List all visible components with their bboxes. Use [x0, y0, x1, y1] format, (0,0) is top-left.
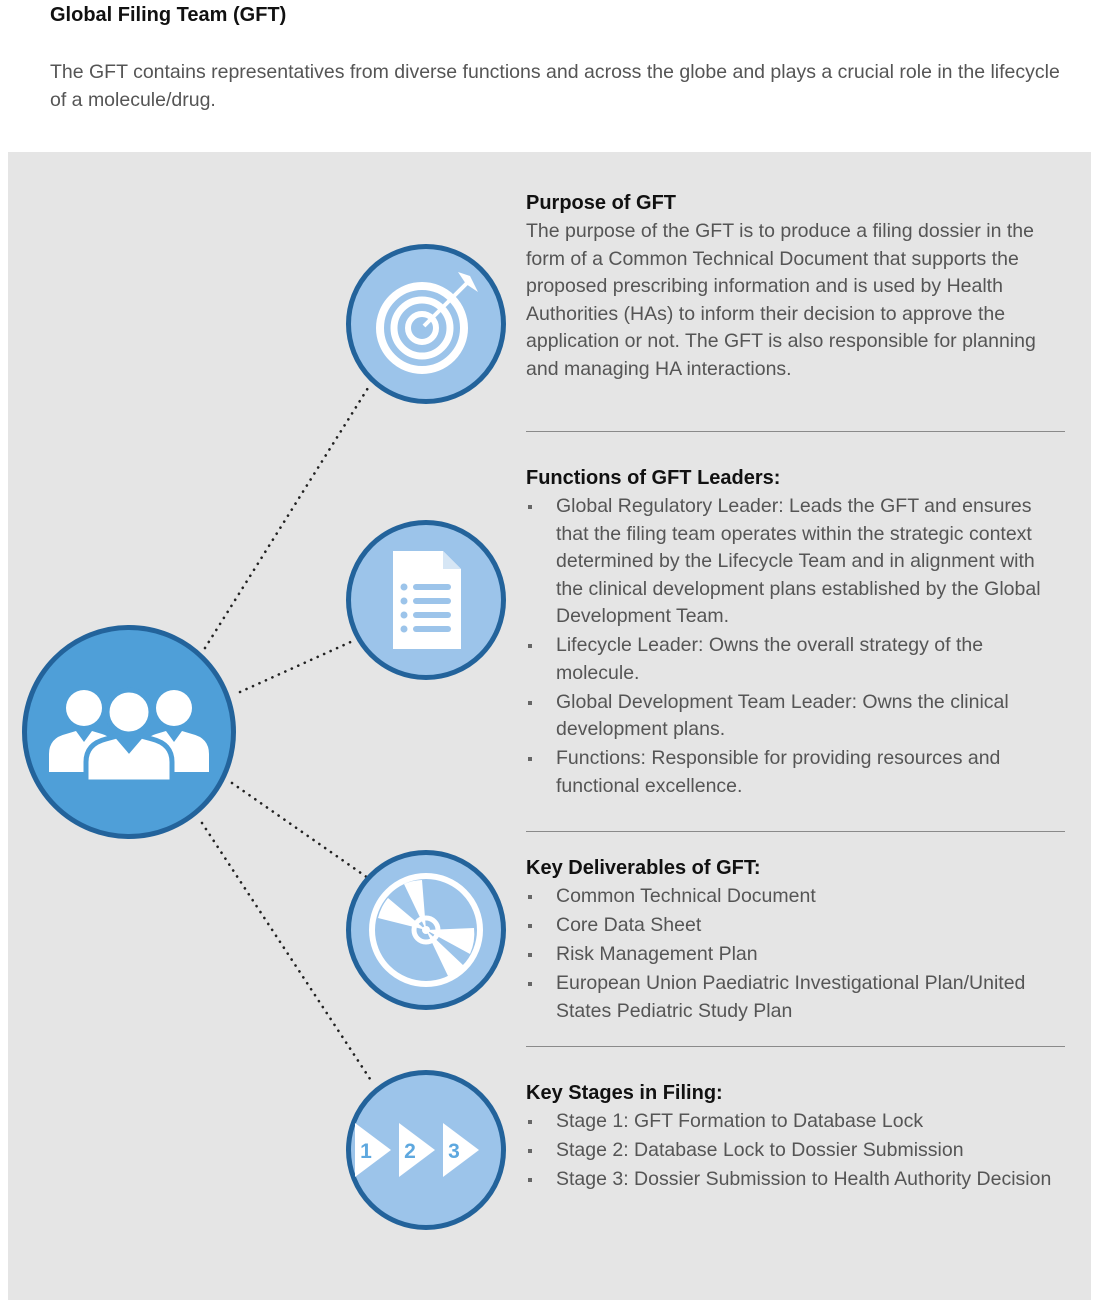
- deliverables-section: Key Deliverables of GFT: Common Technica…: [526, 855, 1066, 1027]
- stage-arrow-1: [355, 1123, 391, 1177]
- list-item: Stage 2: Database Lock to Dossier Submis…: [526, 1137, 1066, 1165]
- connector-functions: [238, 638, 357, 694]
- document-list-icon: [393, 551, 461, 649]
- connector-deliverables: [230, 781, 370, 880]
- stage-number-1: 1: [360, 1140, 372, 1163]
- stages-section: Key Stages in Filing: Stage 1: GFT Forma…: [526, 1080, 1066, 1195]
- stage-arrow-3: [443, 1123, 479, 1177]
- target-icon: [376, 272, 478, 374]
- deliverables-list: Common Technical Document Core Data Shee…: [526, 883, 1066, 1025]
- stages-node: 1 2 3: [346, 1070, 506, 1230]
- functions-heading: Functions of GFT Leaders:: [526, 467, 781, 489]
- stage-number-2: 2: [404, 1140, 416, 1163]
- purpose-node: [346, 244, 506, 404]
- purpose-body: The purpose of the GFT is to produce a f…: [526, 220, 1036, 380]
- stage-arrow-2: [399, 1123, 435, 1177]
- team-icon: [49, 687, 209, 782]
- disc-icon: [369, 873, 483, 987]
- list-item: Global Regulatory Leader: Leads the GFT …: [526, 493, 1066, 631]
- hub-team-circle: [22, 625, 236, 839]
- deliverables-heading: Key Deliverables of GFT:: [526, 857, 761, 879]
- list-item: Core Data Sheet: [526, 912, 1066, 940]
- functions-node: [346, 520, 506, 680]
- stages-heading: Key Stages in Filing:: [526, 1082, 723, 1104]
- intro-text: The GFT contains representatives from di…: [50, 61, 1060, 111]
- divider-3: [526, 1046, 1065, 1047]
- purpose-heading: Purpose of GFT: [526, 192, 676, 214]
- functions-section: Functions of GFT Leaders: Global Regulat…: [526, 465, 1066, 802]
- list-item: Stage 1: GFT Formation to Database Lock: [526, 1108, 1066, 1136]
- connector-stages: [200, 821, 374, 1084]
- divider-2: [526, 831, 1065, 832]
- divider-1: [526, 431, 1065, 432]
- list-item: Risk Management Plan: [526, 941, 1066, 969]
- stages-list: Stage 1: GFT Formation to Database Lock …: [526, 1108, 1066, 1194]
- purpose-section: Purpose of GFT The purpose of the GFT is…: [526, 190, 1066, 383]
- list-item: European Union Paediatric Investigationa…: [526, 970, 1066, 1025]
- list-item: Global Development Team Leader: Owns the…: [526, 689, 1066, 744]
- stage-number-3: 3: [448, 1140, 460, 1163]
- connector-purpose: [203, 386, 370, 650]
- list-item: Functions: Responsible for providing res…: [526, 745, 1066, 800]
- deliverables-node: [346, 850, 506, 1010]
- functions-list: Global Regulatory Leader: Leads the GFT …: [526, 493, 1066, 800]
- page-title: Global Filing Team (GFT): [50, 4, 287, 26]
- list-item: Lifecycle Leader: Owns the overall strat…: [526, 632, 1066, 687]
- list-item: Common Technical Document: [526, 883, 1066, 911]
- stages-icon: 1 2 3: [355, 1123, 479, 1177]
- list-item: Stage 3: Dossier Submission to Health Au…: [526, 1166, 1066, 1194]
